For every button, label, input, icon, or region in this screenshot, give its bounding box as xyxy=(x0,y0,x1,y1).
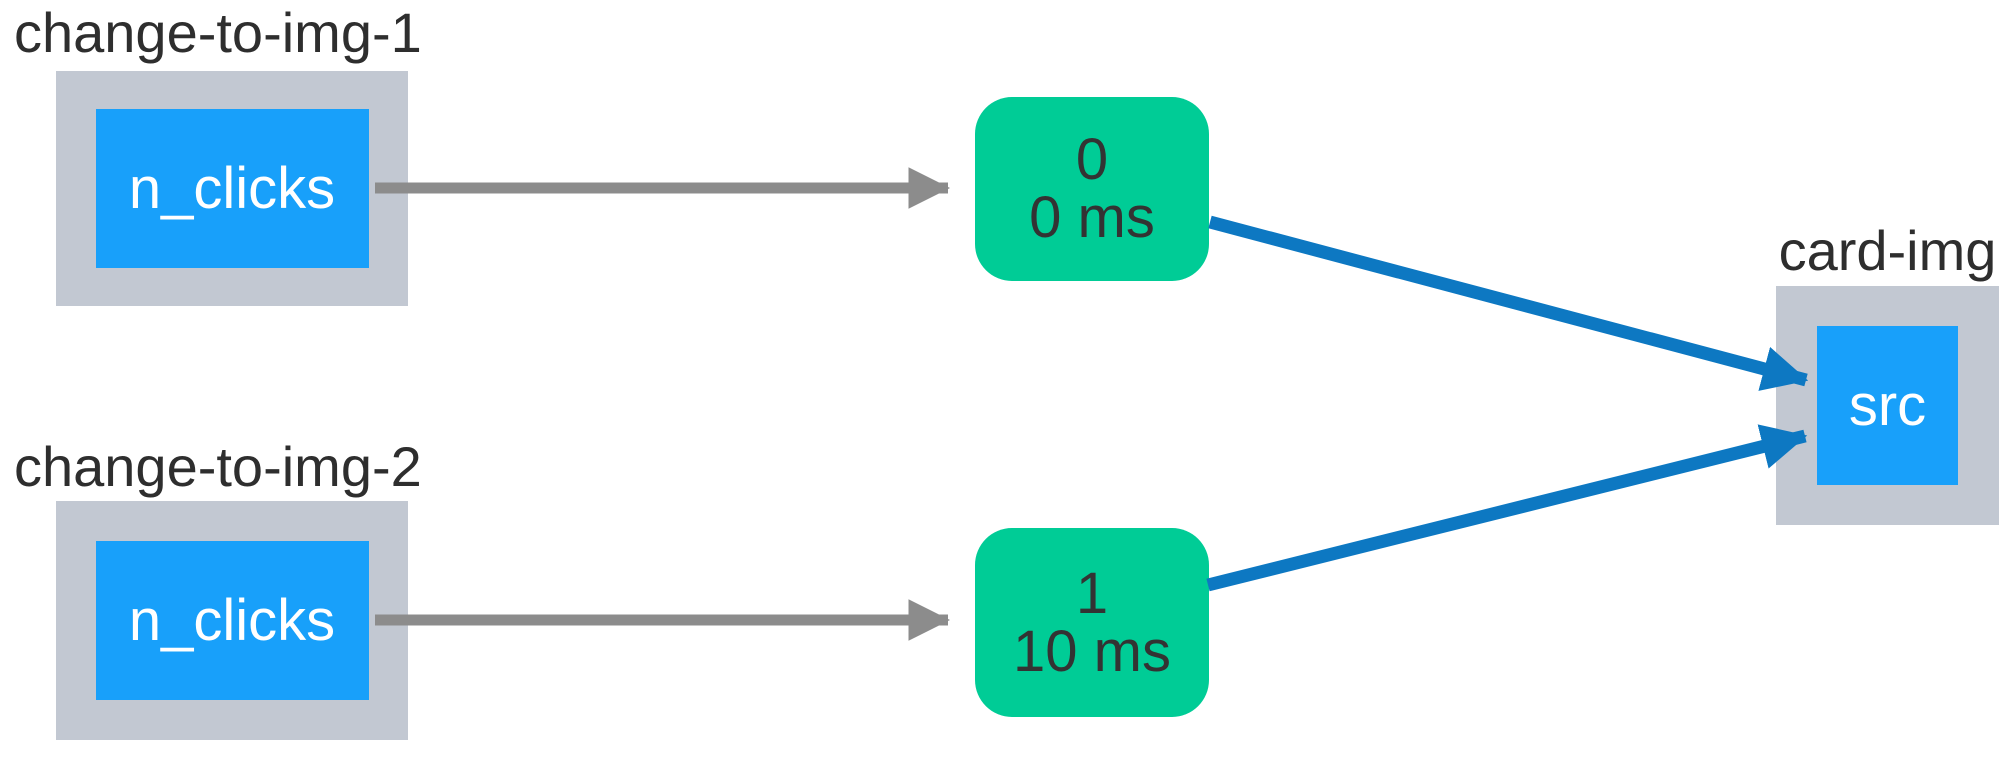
component-label-change-to-img-1: change-to-img-1 xyxy=(14,1,422,64)
property-label: n_clicks xyxy=(128,588,336,653)
output-edge-callback-2-to-card-img-src xyxy=(1206,424,1808,592)
property-label: n_clicks xyxy=(128,156,336,221)
callback-node-2[interactable]: 1 10 ms xyxy=(975,528,1209,717)
property-node-change-to-img-2-n-clicks[interactable]: n_clicks xyxy=(95,541,369,700)
property-label: src xyxy=(1848,373,1927,438)
callback-node-1[interactable]: 0 0 ms xyxy=(975,97,1209,281)
property-node-card-img-src[interactable]: src xyxy=(1817,326,1958,485)
component-label-card-img: card-img xyxy=(1778,219,1997,282)
component-node-change-to-img-1[interactable]: n_clicks xyxy=(56,71,408,306)
callback-call-count: 1 xyxy=(1075,560,1109,626)
component-label-change-to-img-2: change-to-img-2 xyxy=(14,435,422,498)
component-node-change-to-img-2[interactable]: n_clicks xyxy=(56,501,408,740)
component-node-card-img[interactable]: src xyxy=(1776,286,1999,525)
callback-total-time: 10 ms xyxy=(1013,618,1171,684)
output-edge-callback-1-to-card-img-src xyxy=(1208,215,1809,391)
property-node-change-to-img-1-n-clicks[interactable]: n_clicks xyxy=(95,109,369,268)
callback-call-count: 0 xyxy=(1075,127,1109,192)
callback-total-time: 0 ms xyxy=(1029,185,1155,250)
